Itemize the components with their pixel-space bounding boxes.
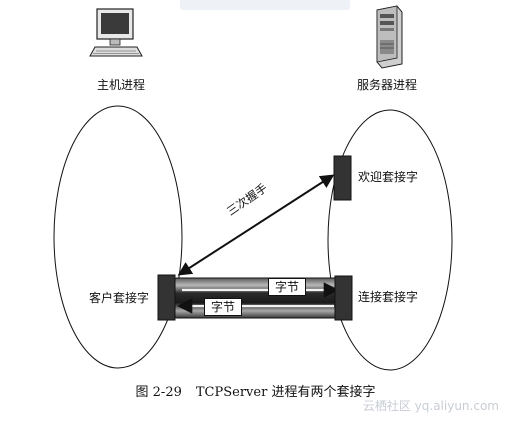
client-socket-label: 客户套接字 xyxy=(89,291,150,305)
handshake-arrow xyxy=(177,174,335,276)
figure-number: 图 2-29 xyxy=(135,385,182,400)
tcp-connection-pipe xyxy=(172,277,344,319)
server-tower-icon xyxy=(376,5,403,69)
server-process-ellipse xyxy=(327,109,453,371)
figure-caption-text: TCPServer 进程有两个套接字 xyxy=(195,385,376,400)
watermark: 云栖社区 yq.aliyun.com xyxy=(362,399,499,413)
byte-label-to-client: 字节 xyxy=(204,298,243,316)
welcome-socket-label: 欢迎套接字 xyxy=(358,170,419,184)
connection-socket xyxy=(334,275,353,321)
host-process-label: 主机进程 xyxy=(97,78,146,92)
connection-socket-label: 连接套接字 xyxy=(358,290,419,304)
server-process-label: 服务器进程 xyxy=(357,78,418,92)
host-process-ellipse xyxy=(53,105,183,369)
client-socket xyxy=(157,274,176,321)
byte-label-to-server: 字节 xyxy=(268,278,307,296)
welcome-socket xyxy=(333,155,352,201)
figure-caption: 图 2-29 TCPServer 进程有两个套接字 xyxy=(0,381,511,400)
faded-header-artifact xyxy=(180,0,350,10)
desktop-computer-icon xyxy=(89,8,143,57)
